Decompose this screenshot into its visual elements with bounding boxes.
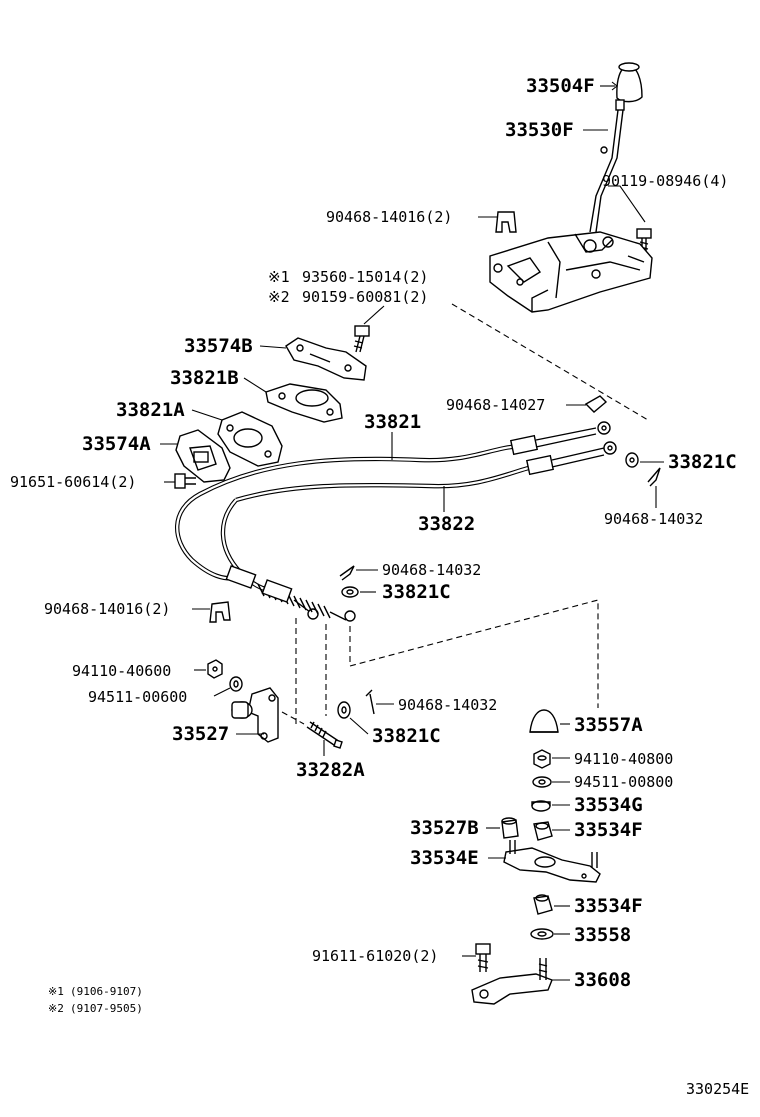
stud-33282A bbox=[306, 721, 343, 749]
bushing-33534F-upper bbox=[533, 821, 553, 841]
label-33821C-mid: 33821C bbox=[382, 581, 451, 603]
label-94110-40600: 94110-40600 bbox=[72, 662, 171, 680]
label-90468-14032-low: 90468-14032 bbox=[398, 696, 497, 714]
bolt-91611-61020 bbox=[475, 943, 491, 972]
note-mark-1: ※1 bbox=[268, 268, 290, 286]
label-91651-60614: 91651-60614(2) bbox=[10, 473, 136, 491]
shift-housing-part bbox=[489, 231, 653, 313]
diagram-code: 330254E bbox=[686, 1080, 749, 1098]
clip-90468-14016-left bbox=[209, 601, 231, 623]
label-33821: 33821 bbox=[364, 411, 421, 433]
pin-90468-14032-mid bbox=[339, 565, 355, 581]
bolt-91651-60614 bbox=[174, 473, 196, 489]
label-90468-14016-top: 90468-14016(2) bbox=[326, 208, 452, 226]
label-33574B: 33574B bbox=[184, 335, 253, 357]
label-33527: 33527 bbox=[172, 723, 229, 745]
washer-33558 bbox=[530, 928, 554, 940]
label-94511-00800: 94511-00800 bbox=[574, 773, 673, 791]
label-33821C-right: 33821C bbox=[668, 451, 737, 473]
label-93560-15014: 93560-15014(2) bbox=[302, 268, 428, 286]
washer-33821C-mid bbox=[341, 586, 359, 598]
cable-33822 bbox=[220, 463, 537, 593]
label-90468-14016-left: 90468-14016(2) bbox=[44, 600, 170, 618]
boot-33557A bbox=[529, 709, 559, 733]
lever-33534E bbox=[503, 840, 601, 883]
cable-end-upper bbox=[509, 421, 611, 456]
label-33534F-upper: 33534F bbox=[574, 819, 643, 841]
clip-90468-14027 bbox=[584, 395, 608, 413]
bushing-33527B bbox=[501, 817, 519, 839]
label-33530F: 33530F bbox=[505, 119, 574, 141]
washer-94511-00800 bbox=[532, 776, 552, 788]
label-33534E: 33534E bbox=[410, 847, 479, 869]
cable-end-lower bbox=[525, 441, 617, 476]
label-33282A: 33282A bbox=[296, 759, 365, 781]
label-33534F-lower: 33534F bbox=[574, 895, 643, 917]
cable-end-left-lower bbox=[261, 579, 356, 622]
plate-33574A bbox=[175, 429, 231, 483]
bracket-33527 bbox=[231, 687, 279, 743]
label-33558: 33558 bbox=[574, 924, 631, 946]
label-90468-14032-right: 90468-14032 bbox=[604, 510, 703, 528]
label-33821A: 33821A bbox=[116, 399, 185, 421]
label-90119-08946: 90119-08946(4) bbox=[602, 172, 728, 190]
washer-94511-00600 bbox=[229, 676, 243, 692]
label-33527B: 33527B bbox=[410, 817, 479, 839]
note-mark-2: ※2 bbox=[268, 288, 290, 306]
retainer-33821A bbox=[217, 411, 283, 467]
note-2-text: (9107-9505) bbox=[70, 1002, 143, 1015]
washer-33821C-right bbox=[625, 452, 639, 468]
bolt-93560-15014 bbox=[353, 325, 370, 353]
gasket-33821B bbox=[265, 383, 343, 423]
note-2-mark: ※2 bbox=[48, 1002, 64, 1015]
label-94110-40800: 94110-40800 bbox=[574, 750, 673, 768]
shift-knob-part bbox=[616, 62, 643, 103]
label-91611-61020: 91611-61020(2) bbox=[312, 947, 438, 965]
label-33821B: 33821B bbox=[170, 367, 239, 389]
nut-94110-40800 bbox=[533, 749, 551, 769]
clip-90468-14016-top bbox=[495, 211, 517, 233]
label-33608: 33608 bbox=[574, 969, 631, 991]
pin-90468-14032-low bbox=[365, 689, 375, 715]
label-33822: 33822 bbox=[418, 513, 475, 535]
shift-lever-part bbox=[589, 99, 625, 233]
plate-33574B bbox=[285, 337, 367, 381]
cable-33821 bbox=[175, 443, 521, 581]
label-90468-14027: 90468-14027 bbox=[446, 396, 545, 414]
label-33557A: 33557A bbox=[574, 714, 643, 736]
bracket-33608 bbox=[471, 958, 553, 1005]
note-1-text: (9106-9107) bbox=[70, 985, 143, 998]
label-33534G: 33534G bbox=[574, 794, 643, 816]
note-1-mark: ※1 bbox=[48, 985, 64, 998]
label-90159-60081: 90159-60081(2) bbox=[302, 288, 428, 306]
label-33821C-low: 33821C bbox=[372, 725, 441, 747]
bushing-33534G bbox=[531, 800, 551, 812]
label-33574A: 33574A bbox=[82, 433, 151, 455]
bushing-33534F-lower bbox=[533, 894, 553, 915]
pin-90468-14032-right bbox=[647, 467, 661, 487]
washer-33821C-low bbox=[337, 701, 351, 719]
nut-94110-40600 bbox=[207, 659, 223, 679]
label-90468-14032-mid: 90468-14032 bbox=[382, 561, 481, 579]
label-94511-00600: 94511-00600 bbox=[88, 688, 187, 706]
label-33504F: 33504F bbox=[526, 75, 595, 97]
